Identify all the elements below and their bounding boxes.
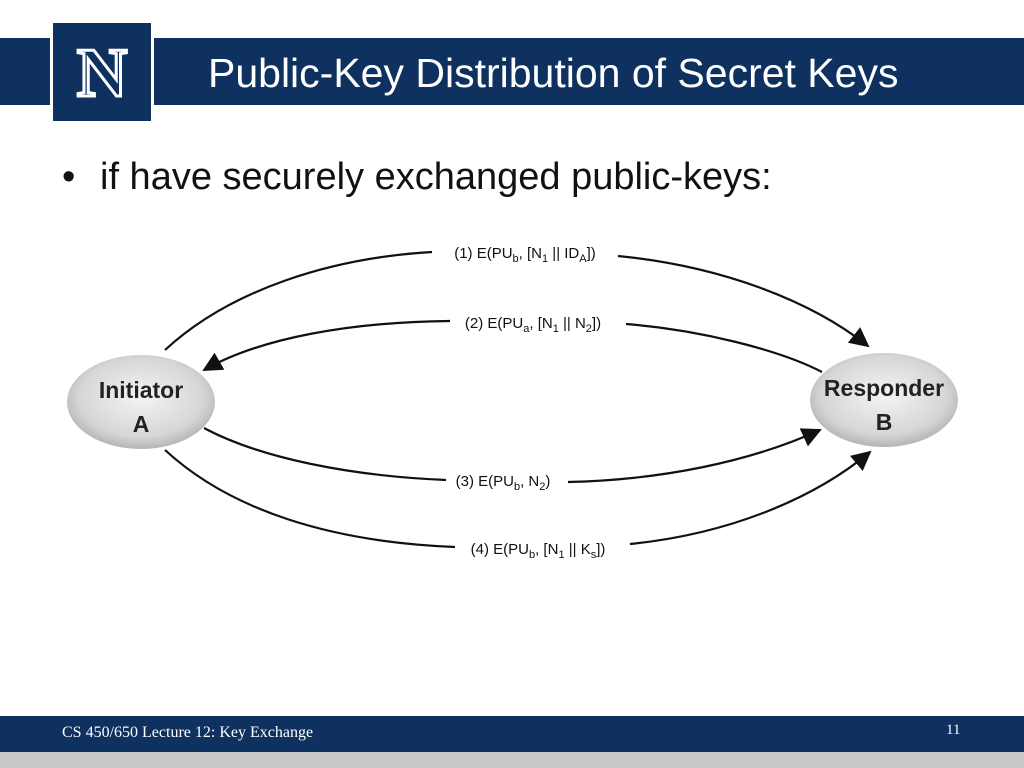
university-logo-icon: N (50, 20, 154, 124)
initiator-node: Initiator A (67, 355, 215, 449)
responder-id: B (876, 409, 893, 435)
footer-course: CS 450/650 Lecture 12: Key Exchange (62, 724, 314, 741)
message-3-arrow (203, 427, 822, 484)
footer-strip (0, 752, 1024, 768)
responder-node: Responder B (810, 353, 958, 447)
bullet-marker: • (62, 156, 76, 198)
footer-bar (0, 716, 1024, 752)
message-2-label: (2) E(PUa, [N1 || N2]) (465, 315, 601, 335)
title-bar (0, 38, 1024, 105)
initiator-label: Initiator (99, 377, 183, 403)
initiator-id: A (133, 411, 150, 437)
page-number: 11 (946, 722, 961, 738)
message-4-label: (4) E(PUb, [N1 || Ks]) (471, 541, 606, 561)
message-4-arrow (164, 449, 872, 549)
message-1-label: (1) E(PUb, [N1 || IDA]) (454, 245, 596, 265)
bullet-text: if have securely exchanged public-keys: (100, 156, 772, 198)
message-2-arrow (202, 319, 823, 373)
slide-title: Public-Key Distribution of Secret Keys (208, 50, 899, 96)
responder-label: Responder (824, 375, 944, 401)
message-3-label: (3) E(PUb, N2) (456, 473, 551, 493)
message-1-arrow (164, 250, 870, 351)
svg-text:N: N (77, 41, 128, 103)
bullet-item: • if have securely exchanged public-keys: (62, 156, 772, 199)
